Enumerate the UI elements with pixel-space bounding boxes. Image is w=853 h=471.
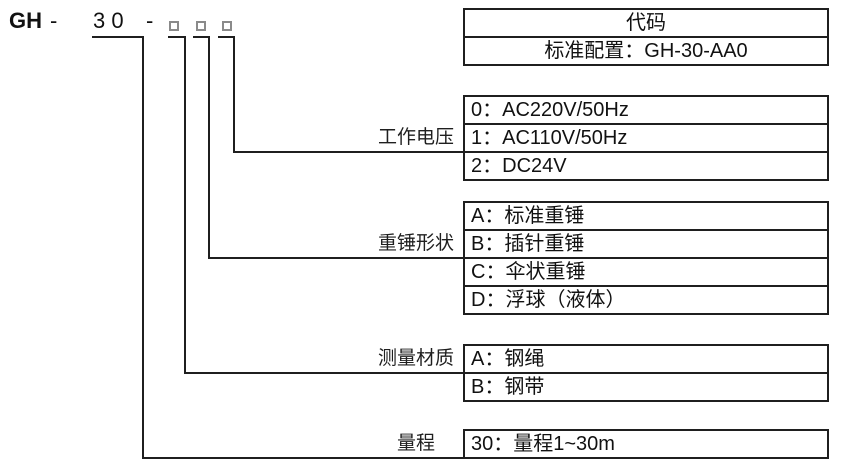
table-row: 0：AC220V/50Hz bbox=[471, 99, 629, 121]
group-label-range: 量程 bbox=[396, 433, 435, 454]
connector-material-hook bbox=[168, 36, 186, 38]
code-table-header: 代码 bbox=[626, 12, 666, 34]
table-row: 2：DC24V bbox=[465, 151, 827, 179]
connector-voltage-hook bbox=[218, 36, 235, 38]
model-prefix: GH bbox=[9, 8, 42, 33]
table-row: B：钢带 bbox=[465, 372, 827, 400]
table-row: D：浮球（液体） bbox=[465, 285, 827, 313]
connector-material-horizontal bbox=[184, 372, 464, 374]
range-table: 30：量程1~30m bbox=[463, 429, 829, 459]
table-row: A：钢绳 bbox=[471, 348, 545, 370]
model-range-digits: 3 0 bbox=[93, 8, 124, 33]
group-label-voltage: 工作电压 bbox=[377, 127, 454, 148]
connector-weight-vertical bbox=[208, 36, 210, 259]
table-row: B：插针重锤 bbox=[465, 229, 827, 257]
table-row: C：伞状重锤 bbox=[465, 257, 827, 285]
material-table: A：钢绳 B：钢带 bbox=[463, 344, 829, 402]
connector-material-vertical bbox=[184, 36, 186, 374]
table-row: 1：AC110V/50Hz bbox=[465, 123, 827, 151]
placeholder-box-weight-icon bbox=[196, 21, 206, 31]
connector-range-vertical bbox=[142, 36, 144, 459]
group-label-weight: 重锤形状 bbox=[377, 233, 454, 254]
group-label-material: 测量材质 bbox=[377, 348, 454, 369]
model-separator-2: - bbox=[146, 8, 154, 33]
model-separator-1: - bbox=[50, 8, 58, 33]
table-row: A：标准重锤 bbox=[471, 205, 585, 227]
connector-weight-hook bbox=[193, 36, 210, 38]
connector-weight-horizontal bbox=[208, 257, 464, 259]
placeholder-box-material-icon bbox=[169, 21, 179, 31]
voltage-table: 0：AC220V/50Hz 1：AC110V/50Hz 2：DC24V bbox=[463, 95, 829, 181]
connector-voltage-vertical bbox=[233, 36, 235, 153]
connector-range-hook bbox=[92, 36, 144, 38]
placeholder-box-voltage-icon bbox=[222, 21, 232, 31]
connector-range-horizontal bbox=[142, 457, 464, 459]
table-row: 30：量程1~30m bbox=[471, 433, 615, 455]
connector-voltage-horizontal bbox=[233, 151, 464, 153]
weight-table: A：标准重锤 B：插针重锤 C：伞状重锤 D：浮球（液体） bbox=[463, 201, 829, 315]
code-table-standard: 标准配置：GH-30-AA0 bbox=[465, 36, 827, 64]
code-table: 代码 标准配置：GH-30-AA0 bbox=[463, 8, 829, 66]
